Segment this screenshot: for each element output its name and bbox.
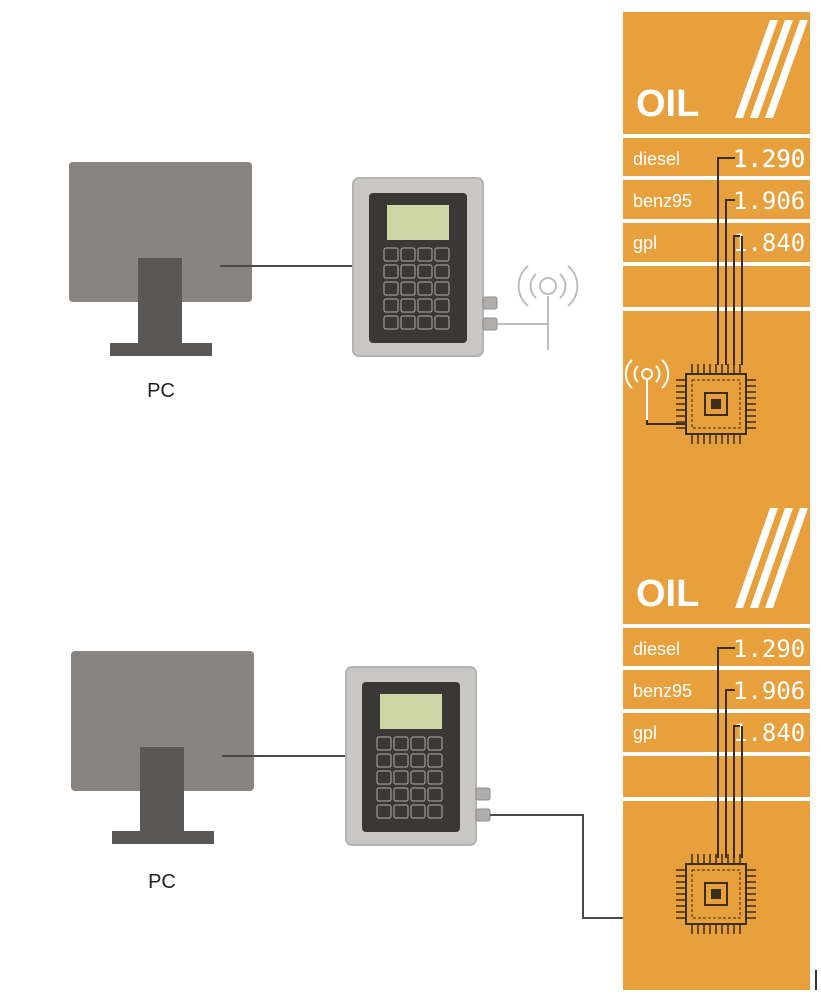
monitor-neck xyxy=(140,747,184,833)
keypad-key xyxy=(400,281,416,296)
pc-label-top: PC xyxy=(147,380,175,402)
connector xyxy=(482,296,498,310)
price-row: gpl 1.840 xyxy=(633,229,805,257)
keypad-key xyxy=(410,736,426,751)
oil-logo: OIL xyxy=(636,20,808,125)
keypad-key xyxy=(427,736,443,751)
sign-wires xyxy=(717,647,743,858)
keypad-key xyxy=(410,787,426,802)
keypad-key xyxy=(383,298,399,313)
keypad-key xyxy=(417,264,433,279)
keypad-key xyxy=(400,247,416,262)
keypad-key xyxy=(376,804,392,819)
fuel-price: 1.840 xyxy=(733,229,805,257)
keypad-key xyxy=(427,770,443,785)
keypad-key xyxy=(383,281,399,296)
pc-monitor-top xyxy=(69,162,252,356)
keypad-key xyxy=(376,770,392,785)
keypad-key xyxy=(434,247,450,262)
fuel-price: 1.840 xyxy=(733,719,805,747)
monitor-neck xyxy=(138,258,182,344)
keypad-key xyxy=(434,298,450,313)
pc-monitor-bottom xyxy=(71,651,254,844)
keypad-key xyxy=(383,247,399,262)
keypad-key xyxy=(417,247,433,262)
monitor-base xyxy=(112,831,214,844)
keypad-key xyxy=(417,315,433,330)
fuel-name: diesel xyxy=(633,639,680,659)
antenna-icon xyxy=(497,265,579,350)
connector xyxy=(475,787,491,801)
keypad-key xyxy=(376,753,392,768)
price-row: diesel 1.290 xyxy=(633,635,805,663)
sign-antenna-icon xyxy=(624,359,670,420)
keypad-key xyxy=(376,736,392,751)
keypad-key xyxy=(410,770,426,785)
price-sign-top: OIL diesel 1.290 benz95 1.906 xyxy=(623,12,810,502)
keypad-key xyxy=(427,787,443,802)
keypad-key xyxy=(434,264,450,279)
keypad-key xyxy=(393,753,409,768)
monitor-screen xyxy=(71,651,254,791)
bottom-setup: PC OIL xyxy=(71,502,810,990)
price-row: diesel 1.290 xyxy=(633,145,805,173)
keypad-key xyxy=(410,804,426,819)
top-setup: PC OIL xyxy=(69,12,810,502)
keypad-key xyxy=(376,787,392,802)
lcd-screen xyxy=(380,694,442,729)
keypad-key xyxy=(393,770,409,785)
connector xyxy=(475,808,491,822)
connector xyxy=(482,317,498,331)
keypad-key xyxy=(434,315,450,330)
fuel-name: benz95 xyxy=(633,191,692,211)
pc-label-bottom: PC xyxy=(148,871,176,893)
brand-text: OIL xyxy=(636,573,699,615)
keypad-key xyxy=(427,804,443,819)
sign-antenna-wire xyxy=(646,420,686,425)
lcd-screen xyxy=(387,205,449,240)
chip-circuit xyxy=(691,379,741,429)
keypad-key xyxy=(393,804,409,819)
controller-bottom xyxy=(345,666,491,846)
fuel-price: 1.906 xyxy=(733,677,805,705)
keypad-key xyxy=(400,298,416,313)
keypad-keys xyxy=(376,736,443,819)
keypad-key xyxy=(417,281,433,296)
monitor-base xyxy=(110,343,212,356)
controller-chip-icon xyxy=(676,854,756,934)
keypad-key xyxy=(434,281,450,296)
price-sign-bottom: OIL diesel 1.290 benz95 1.906 gp xyxy=(623,502,810,990)
monitor-screen xyxy=(69,162,252,302)
keypad-key xyxy=(417,298,433,313)
controller-top xyxy=(352,177,498,357)
keypad-key xyxy=(393,787,409,802)
chip-die xyxy=(711,399,721,409)
text-cursor xyxy=(815,970,817,990)
keypad-key xyxy=(400,315,416,330)
fuel-name: gpl xyxy=(633,233,657,253)
keypad-key xyxy=(393,736,409,751)
sign-wires xyxy=(717,157,743,365)
fuel-price: 1.290 xyxy=(733,635,805,663)
keypad-key xyxy=(410,753,426,768)
keypad-keys xyxy=(383,247,450,330)
fuel-name: diesel xyxy=(633,149,680,169)
fuel-name: benz95 xyxy=(633,681,692,701)
keypad-key xyxy=(383,315,399,330)
brand-text: OIL xyxy=(636,83,699,125)
fuel-price: 1.290 xyxy=(733,145,805,173)
fuel-price: 1.906 xyxy=(733,187,805,215)
price-row: benz95 1.906 xyxy=(633,677,805,705)
fuel-name: gpl xyxy=(633,723,657,743)
keypad-key xyxy=(383,264,399,279)
chip-die xyxy=(711,889,721,899)
price-row: gpl 1.840 xyxy=(633,719,805,747)
price-row: benz95 1.906 xyxy=(633,187,805,215)
keypad-key xyxy=(400,264,416,279)
keypad-key xyxy=(427,753,443,768)
oil-logo: OIL xyxy=(636,508,808,615)
controller-chip-icon xyxy=(676,364,756,444)
chip-circuit xyxy=(691,869,741,919)
